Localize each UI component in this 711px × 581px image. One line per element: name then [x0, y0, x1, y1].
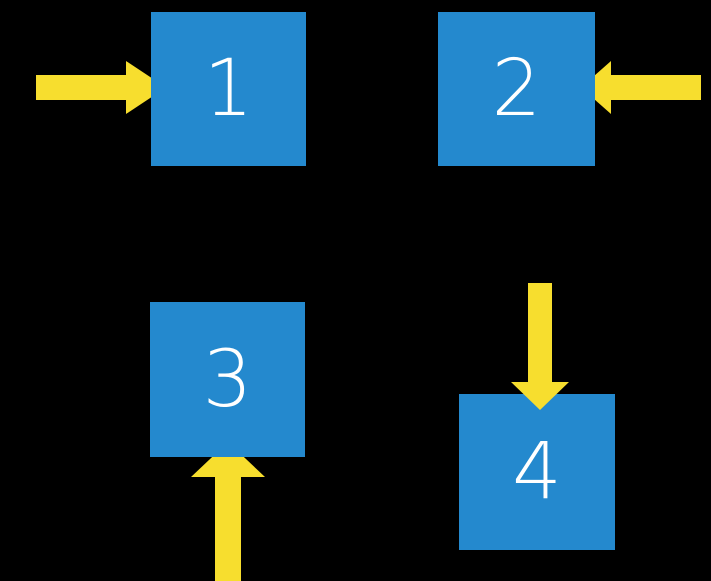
node-1-label: 1	[203, 44, 254, 134]
arrow-down-icon	[511, 283, 569, 410]
node-box-4[interactable]: 4	[459, 394, 615, 550]
node-4-rect	[459, 394, 615, 550]
node-box-1[interactable]: 1	[151, 12, 306, 166]
arrow-right-icon	[36, 61, 166, 114]
arrow-left-icon	[581, 61, 701, 114]
arrow-up-into-node-3	[191, 442, 265, 581]
node-3-label: 3	[202, 334, 253, 425]
node-2-rect	[438, 12, 595, 166]
node-2-label: 2	[491, 44, 542, 134]
arrow-left-into-node-2	[581, 61, 701, 114]
arrow-down-into-node-4	[511, 283, 569, 410]
arrow-right-into-node-1	[36, 61, 166, 114]
node-box-3[interactable]: 3	[150, 302, 305, 457]
node-3-rect	[150, 302, 305, 457]
node-1-rect	[151, 12, 306, 166]
node-4-label: 4	[512, 427, 562, 517]
node-box-2[interactable]: 2	[438, 12, 595, 166]
arrow-up-icon	[191, 442, 265, 581]
